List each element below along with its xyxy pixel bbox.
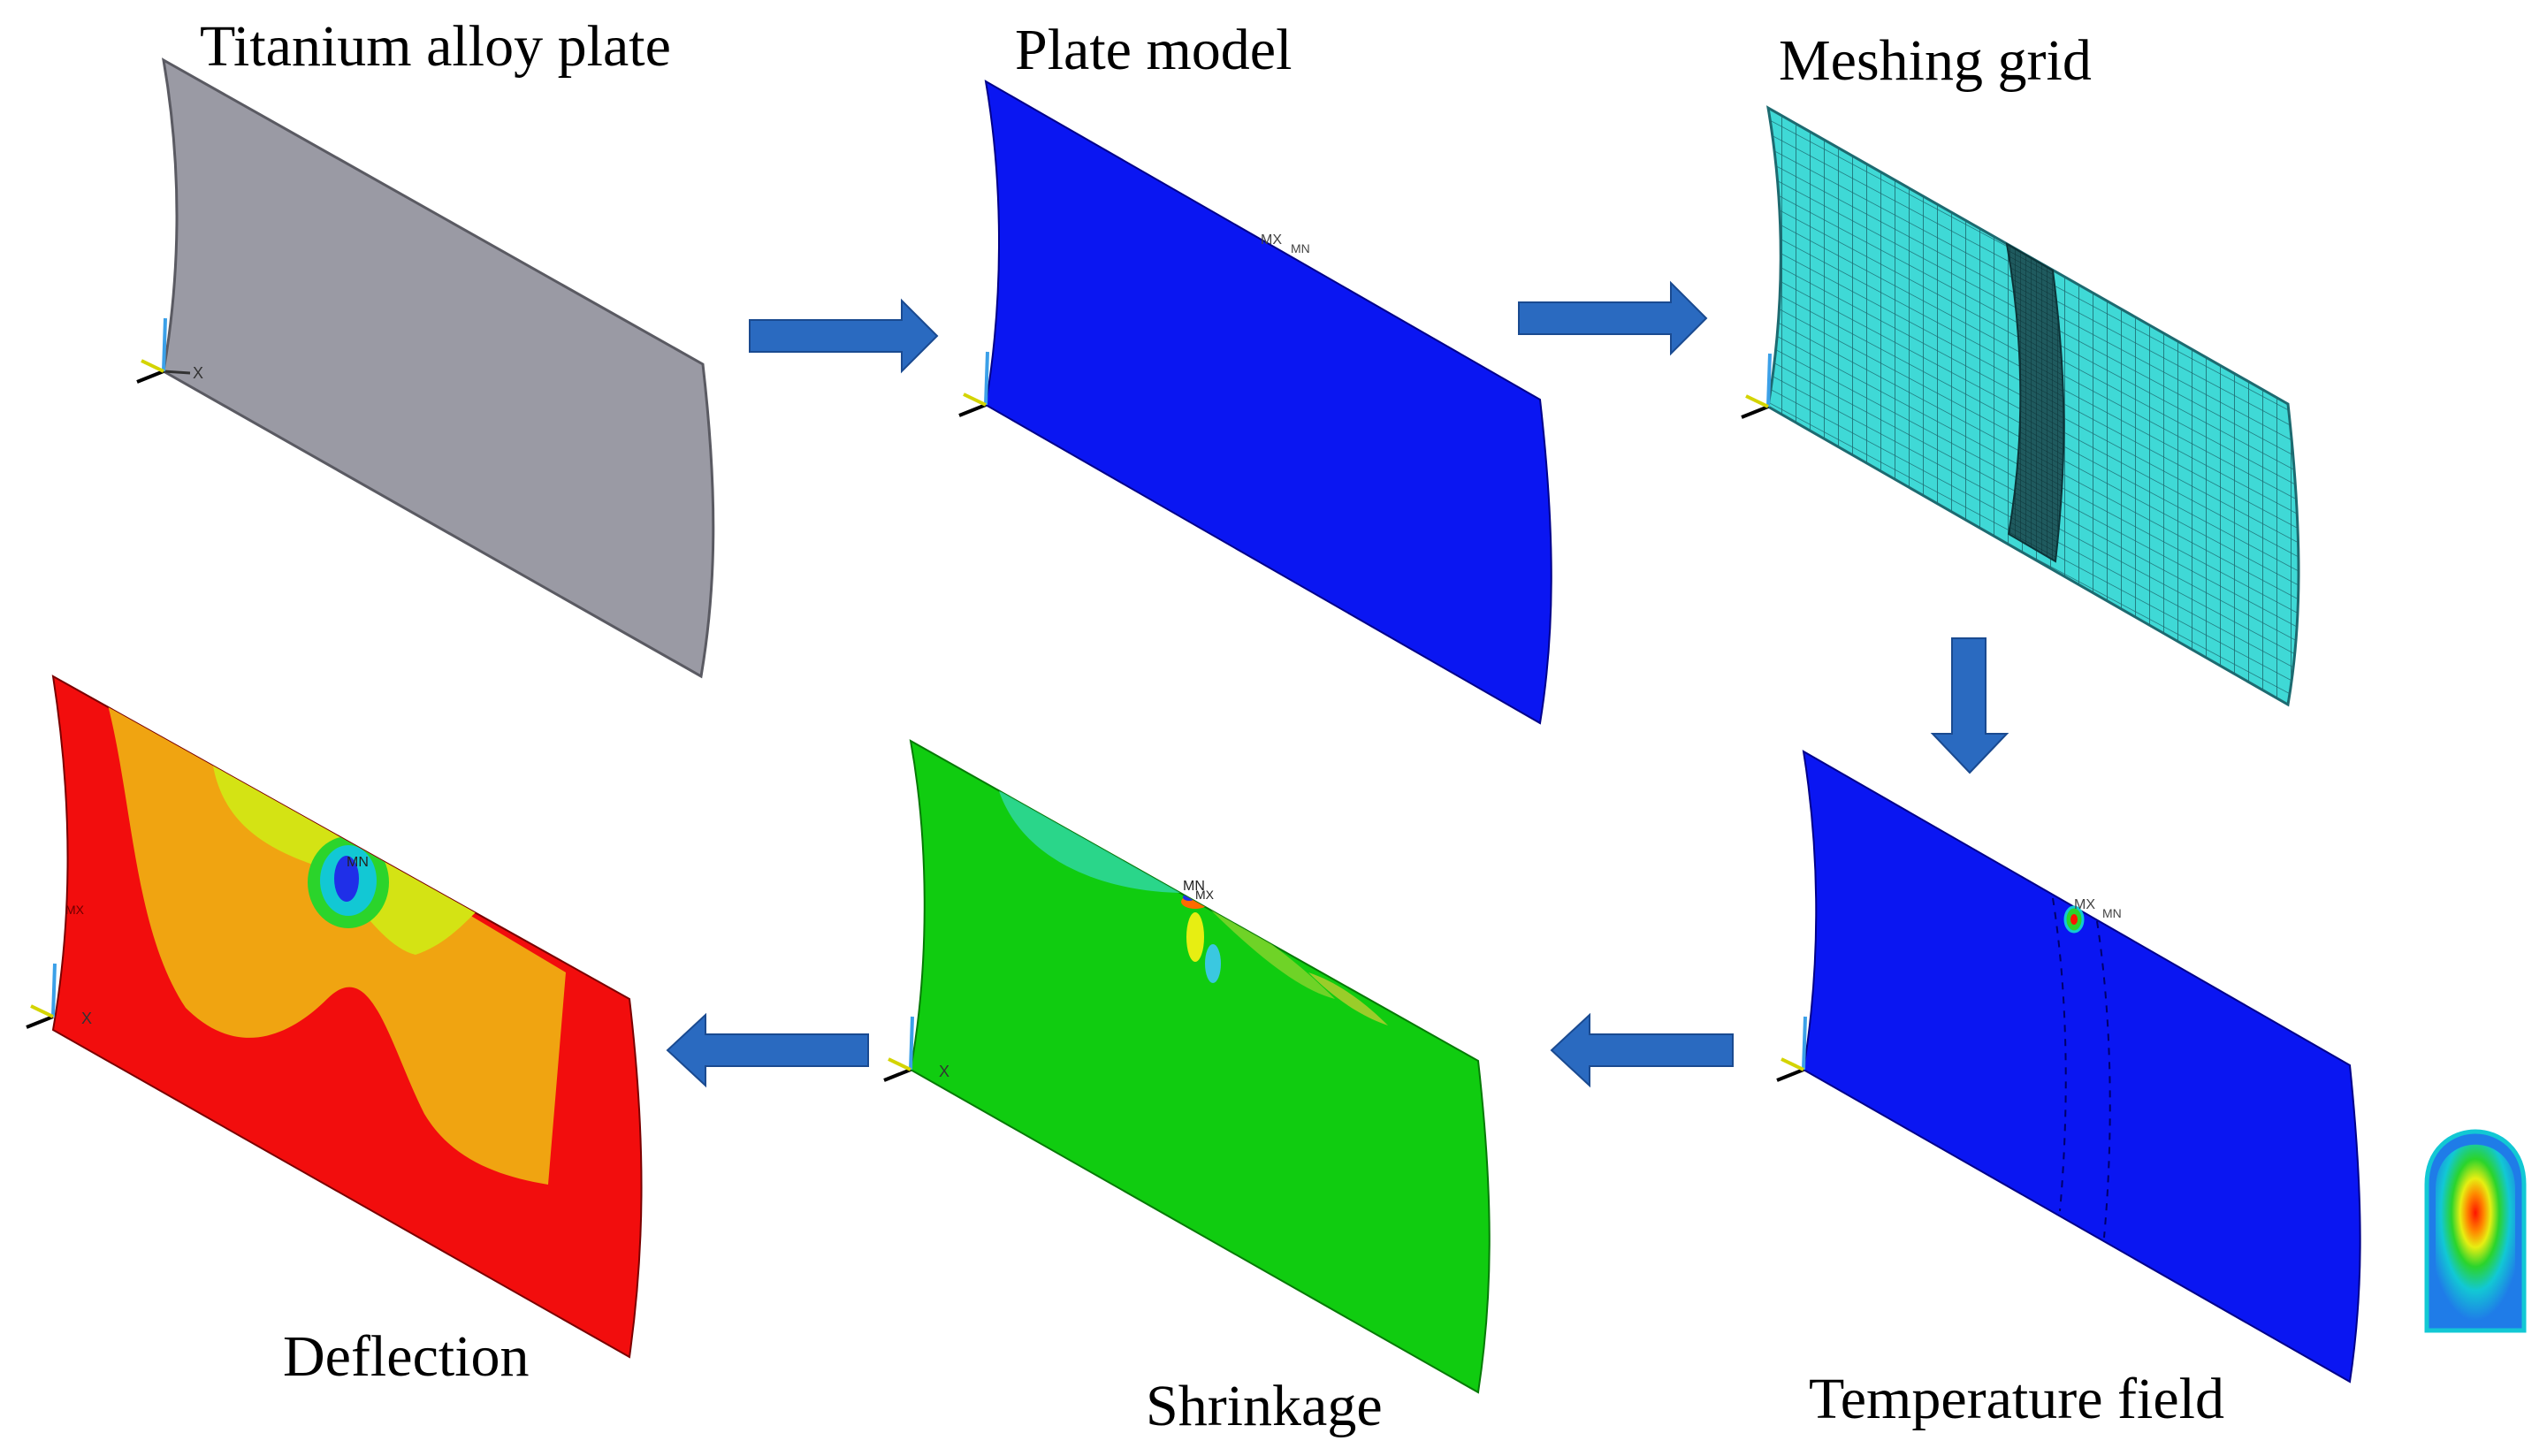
coordinate-triad-icon: X	[136, 317, 203, 384]
plate-model-panel: MX MN	[958, 80, 1552, 725]
shrinkage-shape	[909, 739, 1491, 1394]
deflection-orange-region	[106, 698, 566, 1185]
arrow-left-1	[1550, 1012, 1734, 1088]
temperature-field-shape	[1802, 750, 2361, 1384]
coordinate-triad-icon	[958, 351, 989, 417]
coordinate-triad-icon	[1741, 353, 1772, 419]
label-shrinkage: Shrinkage	[1146, 1374, 1383, 1438]
deflection-panel: MN MX X	[26, 675, 643, 1359]
mn-marker: MN	[2102, 906, 2122, 920]
mn-marker: MN	[1183, 879, 1205, 894]
arrow-left-2	[666, 1012, 869, 1088]
weld-path-dashed	[2052, 897, 2067, 1212]
shrinkage-panel: MN MX X	[883, 739, 1491, 1394]
x-axis-marker: X	[939, 1063, 949, 1080]
label-deflection: Deflection	[283, 1324, 530, 1389]
mn-marker: MN	[1291, 241, 1310, 255]
x-axis-marker: X	[81, 1010, 92, 1027]
arrow-right-1	[749, 298, 939, 374]
meshing-grid-panel	[1741, 105, 2300, 707]
arrow-right-2	[1518, 280, 1708, 356]
mx-marker: MX	[1195, 888, 1215, 902]
coordinate-triad-icon: X	[26, 963, 92, 1029]
x-axis-marker: X	[193, 364, 203, 382]
mx-marker: MX	[2074, 897, 2095, 912]
label-plate-model: Plate model	[1015, 18, 1293, 82]
label-meshing-grid: Meshing grid	[1779, 28, 2092, 93]
temperature-field-panel: MX MN	[1776, 750, 2527, 1384]
mx-marker: MX	[1261, 233, 1282, 248]
coordinate-triad-icon: X	[883, 1016, 949, 1082]
mn-marker: MN	[347, 855, 369, 870]
coordinate-triad-icon	[1776, 1016, 1807, 1082]
label-temperature-field: Temperature field	[1809, 1367, 2224, 1431]
mx-marker: MX	[65, 903, 85, 917]
arrow-down	[1930, 637, 2009, 774]
label-titanium-alloy-plate: Titanium alloy plate	[200, 14, 671, 79]
titanium-plate-panel: X	[136, 57, 715, 679]
titanium-plate-shape	[161, 57, 715, 679]
plate-model-shape	[984, 80, 1552, 725]
refined-mesh-band	[2005, 242, 2065, 563]
weld-pool-inset	[2424, 1129, 2527, 1333]
